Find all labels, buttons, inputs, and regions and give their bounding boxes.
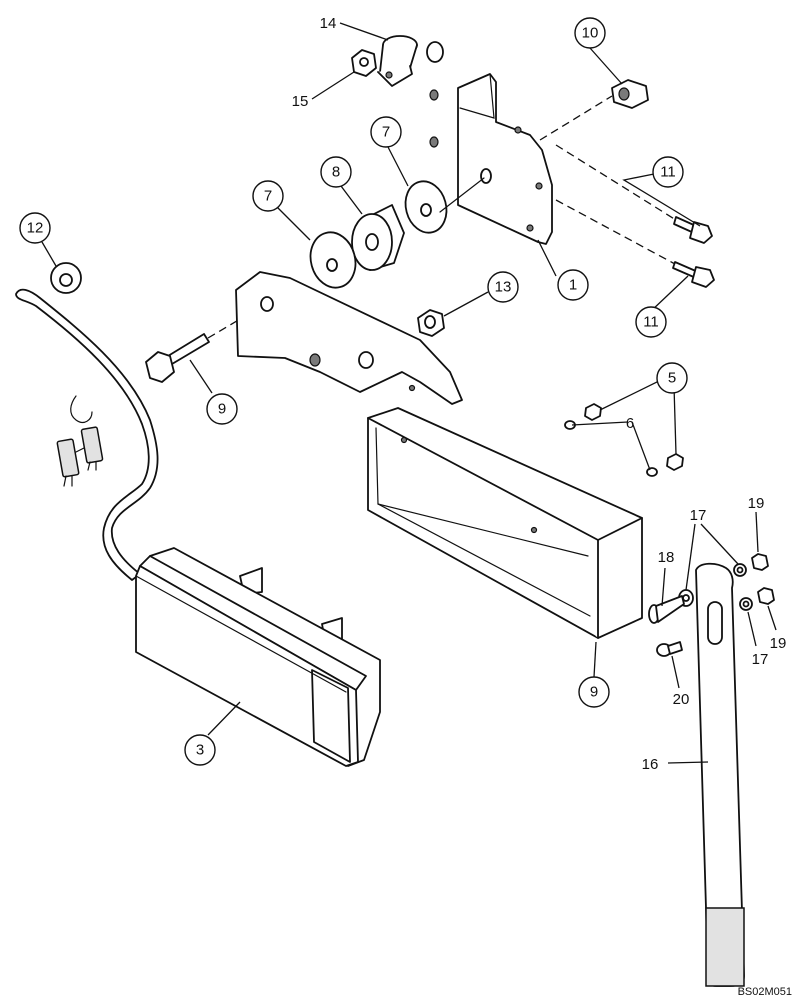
wiring-harness xyxy=(15,288,159,581)
callout-14: 14 xyxy=(320,15,337,32)
callout-7-left: 7 xyxy=(252,180,284,212)
assembly-line-nut-10 xyxy=(539,95,613,141)
part-7-washer-right xyxy=(404,180,448,234)
callout-7-right: 7 xyxy=(370,116,402,148)
callout-6: 6 xyxy=(626,415,634,432)
wiring-connector xyxy=(56,426,104,487)
part-12-nut xyxy=(50,262,82,294)
callout-1: 1 xyxy=(557,269,589,301)
part-20-rivet xyxy=(656,641,683,657)
part-6-washer-lower xyxy=(646,467,658,477)
callout-19-bottom-label: 19 xyxy=(770,635,787,652)
part-5-nut-lower xyxy=(666,453,684,471)
callout-5-label: 5 xyxy=(668,370,676,387)
callout-15-label: 15 xyxy=(292,93,309,110)
leader-lines xyxy=(41,22,777,764)
part-14-clamp xyxy=(377,35,444,101)
axle-line xyxy=(439,177,485,213)
part-9-lamp-housing xyxy=(367,407,643,639)
assembly-line-bolt-upper xyxy=(555,144,677,221)
callout-18-label: 18 xyxy=(658,549,675,566)
callout-7-left-label: 7 xyxy=(264,188,272,205)
callout-6-label: 6 xyxy=(626,415,634,432)
callout-8: 8 xyxy=(320,156,352,188)
callout-16: 16 xyxy=(642,756,659,773)
callout-14-label: 14 xyxy=(320,15,337,32)
part-15-nut xyxy=(351,49,377,77)
callout-13-label: 13 xyxy=(495,279,512,296)
callout-7-right-label: 7 xyxy=(382,124,390,141)
callout-19-top: 19 xyxy=(748,495,765,512)
callout-17-top: 17 xyxy=(690,507,707,524)
part-13-nut xyxy=(417,309,445,337)
part-17-washer-lower xyxy=(739,597,753,611)
part-19-nut-lower xyxy=(757,587,775,605)
part-19-nut-upper xyxy=(751,553,769,571)
callout-19-top-label: 19 xyxy=(748,495,765,512)
part-5-nut-upper xyxy=(584,403,602,421)
callout-11-upper-label: 11 xyxy=(660,164,676,181)
callout-11-upper: 11 xyxy=(652,156,684,188)
callout-5: 5 xyxy=(656,362,688,394)
callout-1-label: 1 xyxy=(569,277,577,294)
callout-16-label: 16 xyxy=(642,756,659,773)
callout-8-label: 8 xyxy=(332,164,340,181)
callout-9-bolt: 9 xyxy=(206,393,238,425)
assembly-line-bolt-lower xyxy=(555,199,676,265)
callout-20-label: 20 xyxy=(673,691,690,708)
part-8-bushing xyxy=(351,204,405,271)
callout-20: 20 xyxy=(673,691,690,708)
callout-17-bottom-label: 17 xyxy=(752,651,769,668)
lamp-mounting-arm xyxy=(235,271,463,405)
drawing-code: BS02M051 xyxy=(738,986,792,998)
callout-3-label: 3 xyxy=(196,742,204,759)
callout-10-label: 10 xyxy=(582,25,599,42)
part-9-bolt xyxy=(145,333,210,383)
callout-13: 13 xyxy=(487,271,519,303)
part-18-bolt xyxy=(648,595,685,624)
callout-12-label: 12 xyxy=(27,220,44,237)
callout-9-housing-label: 9 xyxy=(590,684,598,701)
callout-3: 3 xyxy=(184,734,216,766)
part-17-washer-upper xyxy=(733,563,747,577)
callout-9-housing: 9 xyxy=(578,676,610,708)
callout-18: 18 xyxy=(658,549,675,566)
callout-11-lower-label: 11 xyxy=(643,314,659,331)
part-3-lamp xyxy=(135,547,381,767)
part-10-nut xyxy=(611,79,649,109)
callout-19-bottom: 19 xyxy=(770,635,787,652)
part-1-bracket xyxy=(429,73,553,245)
part-7-washer-left xyxy=(309,231,357,289)
callout-17-bottom: 17 xyxy=(752,651,769,668)
callout-11-lower: 11 xyxy=(635,306,667,338)
callout-12: 12 xyxy=(19,212,51,244)
part-11-bolt-lower xyxy=(672,261,715,288)
callout-15: 15 xyxy=(292,93,309,110)
callout-9-bolt-label: 9 xyxy=(218,401,226,418)
callout-17-top-label: 17 xyxy=(690,507,707,524)
callout-10: 10 xyxy=(574,17,606,49)
part-16-strap xyxy=(695,562,745,987)
part-11-bolt-upper xyxy=(673,216,713,244)
